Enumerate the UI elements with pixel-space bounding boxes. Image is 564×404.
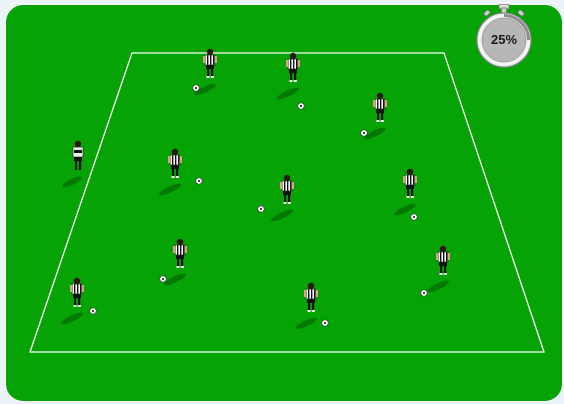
player[interactable]	[158, 149, 182, 197]
player[interactable]	[294, 283, 318, 331]
drill-area-boundary	[30, 53, 544, 352]
player[interactable]	[276, 53, 300, 101]
soccer-ball[interactable]	[258, 206, 264, 212]
soccer-ball[interactable]	[322, 320, 328, 326]
timer-percentage: 25%	[475, 32, 533, 47]
player[interactable]	[426, 246, 450, 294]
soccer-ball[interactable]	[298, 103, 304, 109]
soccer-ball[interactable]	[196, 178, 202, 184]
soccer-ball[interactable]	[160, 276, 166, 282]
coach	[61, 141, 83, 189]
soccer-ball[interactable]	[193, 85, 199, 91]
soccer-ball[interactable]	[361, 130, 367, 136]
soccer-ball[interactable]	[421, 290, 427, 296]
soccer-ball[interactable]	[411, 214, 417, 220]
player[interactable]	[393, 169, 417, 217]
player[interactable]	[163, 239, 187, 287]
player[interactable]	[270, 175, 294, 223]
soccer-ball[interactable]	[90, 308, 96, 314]
player[interactable]	[60, 278, 84, 326]
